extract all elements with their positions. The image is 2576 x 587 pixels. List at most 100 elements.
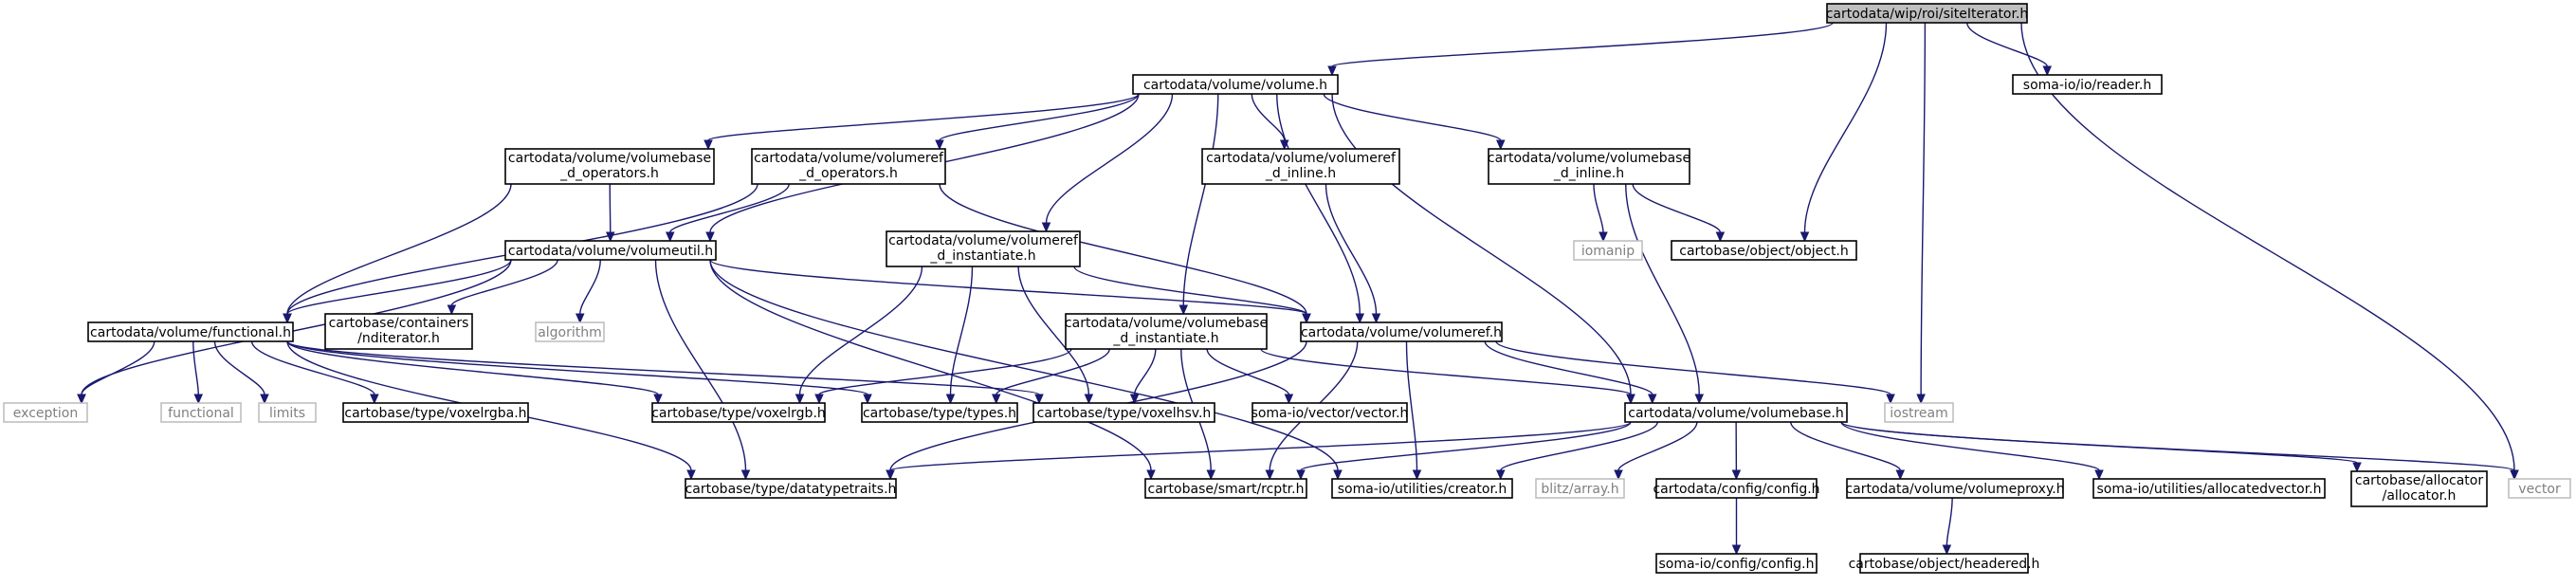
edge-vr_inline-to-volumeref (1325, 183, 1381, 324)
edge-vr_inst-to-volumeref (1073, 266, 1311, 324)
edge-vb_inline-to-object (1632, 183, 1726, 243)
node-voxelrgba[interactable]: cartobase/type/voxelrgba.h (342, 402, 529, 423)
node-box (1201, 148, 1400, 185)
node-reader[interactable]: soma-io/io/reader.h (2012, 74, 2163, 95)
edge-config-to-somaconfig (1731, 498, 1742, 556)
node-box (1655, 478, 1818, 499)
edge-volume-to-vr_ops (935, 93, 1140, 151)
node-label: _d_instantiate.h (929, 248, 1035, 264)
node-box (3, 402, 88, 423)
node-vr_ops[interactable]: cartodata/volume/volumeref_d_operators.h (751, 148, 946, 185)
edge-volumebase-to-volumeproxy (1790, 421, 1906, 481)
node-box (1655, 553, 1818, 574)
node-label: cartodata/volume/volume.h (1143, 78, 1327, 93)
node-label: blitz/array.h (1541, 482, 1618, 497)
node-label: cartodata/volume/functional.h (90, 325, 291, 340)
node-allocatedvector[interactable]: soma-io/utilities/allocatedvector.h (2092, 478, 2326, 499)
node-box (1251, 402, 1408, 423)
node-vr_inline[interactable]: cartodata/volume/volumeref_d_inline.h (1201, 148, 1400, 185)
node-label: cartobase/type/voxelrgba.h (344, 406, 526, 421)
node-label: /allocator.h (2383, 488, 2457, 504)
node-box (2092, 478, 2326, 499)
node-algorithm[interactable]: algorithm (535, 321, 605, 342)
node-label: algorithm (538, 325, 602, 340)
node-vb_inline[interactable]: cartodata/volume/volumebase_d_inline.h (1488, 148, 1690, 185)
node-volumebase[interactable]: cartodata/volume/volumebase.h (1624, 402, 1848, 423)
edge-vb_inline-to-volumebase (1625, 183, 1705, 405)
node-datatypetraits[interactable]: cartobase/type/datatypetraits.h (685, 478, 897, 499)
node-siteiterator[interactable]: cartodata/wip/roi/siteIterator.h (1826, 3, 2029, 24)
node-box (2350, 470, 2488, 507)
node-label: cartodata/volume/volumeproxy.h (1845, 482, 2064, 497)
node-label: _d_operators.h (559, 166, 659, 181)
node-functional[interactable]: functional (160, 402, 242, 423)
node-box (1144, 478, 1307, 499)
edge-volumeproxy-to-headered (1942, 497, 1953, 556)
node-label: soma-io/vector/vector.h (1251, 406, 1409, 421)
node-types[interactable]: cartobase/type/types.h (861, 402, 1018, 423)
node-volume[interactable]: cartodata/volume/volume.h (1132, 74, 1339, 95)
node-box (1624, 402, 1848, 423)
node-nditerator[interactable]: cartobase/containers/nditerator.h (324, 313, 473, 350)
node-label: _d_instantiate.h (1112, 331, 1218, 346)
edge-volumebase-to-blitz (1614, 421, 1698, 481)
node-label: cartobase/allocator (2355, 473, 2483, 488)
node-vector_h[interactable]: soma-io/vector/vector.h (1251, 402, 1409, 423)
node-box (1300, 321, 1503, 342)
node-label: _d_operators.h (798, 166, 898, 181)
node-box (504, 240, 717, 261)
node-rcptr[interactable]: cartobase/smart/rcptr.h (1144, 478, 1307, 499)
node-label: cartobase/type/datatypetraits.h (685, 482, 897, 497)
node-box (504, 148, 715, 185)
node-functional_h[interactable]: cartodata/volume/functional.h (87, 321, 294, 342)
node-label: limits (269, 406, 305, 421)
node-box (87, 321, 294, 342)
node-label: soma-io/config/config.h (1658, 557, 1814, 572)
node-config[interactable]: cartodata/config/config.h (1653, 478, 1820, 499)
node-creator[interactable]: soma-io/utilities/creator.h (1331, 478, 1513, 499)
node-somaconfig[interactable]: soma-io/config/config.h (1655, 553, 1818, 574)
node-vb_inst[interactable]: cartodata/volume/volumebase_d_instantiat… (1065, 313, 1268, 350)
node-volumeref[interactable]: cartodata/volume/volumeref.h (1300, 321, 1503, 342)
node-vector[interactable]: vector (2508, 478, 2571, 499)
node-vr_inst[interactable]: cartodata/volume/volumeref_d_instantiate… (886, 230, 1081, 267)
edge-volume-to-vb_inline (1323, 93, 1506, 151)
node-box (342, 402, 529, 423)
node-label: iostream (1890, 406, 1948, 421)
node-object[interactable]: cartobase/object/object.h (1671, 240, 1857, 261)
node-box (258, 402, 317, 423)
node-allocator[interactable]: cartobase/allocator/allocator.h (2350, 470, 2488, 507)
node-exception[interactable]: exception (3, 402, 88, 423)
node-box (1331, 478, 1513, 499)
node-box (1535, 478, 1625, 499)
node-label: cartodata/volume/volumeref (888, 233, 1079, 248)
node-box (160, 402, 242, 423)
node-iostream[interactable]: iostream (1884, 402, 1954, 423)
node-voxelrgb[interactable]: cartobase/type/voxelrgb.h (651, 402, 826, 423)
node-volumeproxy[interactable]: cartodata/volume/volumeproxy.h (1845, 478, 2065, 499)
node-box (2012, 74, 2163, 95)
node-iomanip[interactable]: iomanip (1573, 240, 1643, 261)
node-vb_ops[interactable]: cartodata/volume/volumebase_d_operators.… (504, 148, 715, 185)
node-volumeutil[interactable]: cartodata/volume/volumeutil.h (504, 240, 717, 261)
node-box (1065, 313, 1268, 350)
edge-volumeutil-to-creator (709, 259, 1343, 481)
edge-functional_h-to-limits (213, 340, 269, 405)
node-box (685, 478, 897, 499)
node-blitz[interactable]: blitz/array.h (1535, 478, 1625, 499)
node-label: cartodata/volume/volumebase (508, 151, 711, 166)
edge-volumeref-to-volumebase (1484, 340, 1657, 405)
node-limits[interactable]: limits (258, 402, 317, 423)
edge-functional_h-to-exception (77, 340, 155, 405)
node-voxelhsv[interactable]: cartobase/type/voxelhsv.h (1032, 402, 1215, 423)
edge-functional_h-to-voxelhsv (286, 340, 1044, 405)
node-headered[interactable]: cartobase/object/headered.h (1849, 553, 2040, 574)
node-box (1671, 240, 1857, 261)
node-box (324, 313, 473, 350)
edge-siteiterator-to-object (1800, 22, 1888, 243)
edge-vb_ops-to-volumeutil (605, 183, 615, 243)
node-label: cartobase/containers (329, 316, 469, 331)
edge-vb_inst-to-voxelrgb (814, 348, 1072, 405)
edge-volumebase-to-allocator (1840, 421, 2362, 473)
